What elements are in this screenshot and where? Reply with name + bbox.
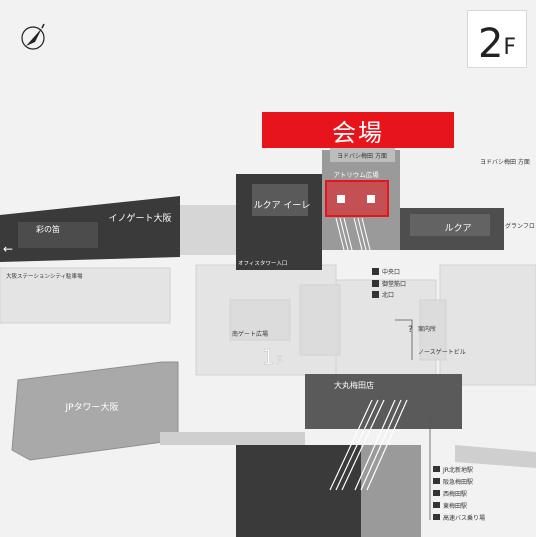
lower-floor-number: 1 xyxy=(262,345,275,369)
daimaru-label: 大丸梅田店 xyxy=(334,380,374,390)
south-escalators xyxy=(329,399,408,491)
innogate-inner xyxy=(18,222,98,248)
venue-area-highlight xyxy=(325,180,389,217)
west-arrow-icon: ← xyxy=(3,242,13,256)
floor-unit: F xyxy=(503,35,517,60)
kaminoyu-label: 彩の笛 xyxy=(36,224,60,234)
bus-label: 高速バス乗り場 xyxy=(443,514,485,522)
yodobashi-top-label: ヨドバシ梅田 方面 xyxy=(337,152,387,160)
lower-floor-footprint xyxy=(0,264,536,386)
information-label: 案内所 xyxy=(418,325,436,333)
rucua-ire-label: ルクア イーレ xyxy=(254,200,311,211)
connector-corridor xyxy=(180,205,240,255)
transit-list-icons xyxy=(433,466,440,520)
jp-tower-label: JPタワー大阪 xyxy=(64,401,118,413)
grand-front-label: グランフロント大阪 xyxy=(505,222,536,230)
jr-kita-label: JR北新地駅 xyxy=(442,466,473,474)
information-icon: ? xyxy=(408,325,413,335)
kita-exit-label: 北口 xyxy=(382,291,394,299)
compass-icon xyxy=(21,23,45,50)
atrium-label: アトリウム広場 xyxy=(333,170,379,179)
atrium-top-strip xyxy=(330,148,395,162)
rucua-inner xyxy=(410,214,490,236)
office-tower-label: オフィスタワー入口 xyxy=(238,259,287,267)
minami-gate-label: 南ゲート広場 xyxy=(232,330,268,338)
midosuji-exit-label: 御堂筋口 xyxy=(382,280,406,288)
north-gate-building-label: ノースゲートビル xyxy=(418,348,466,356)
station-city-label: 大阪ステーションシティ駐車場 xyxy=(6,272,83,280)
south-dark-building xyxy=(236,445,361,537)
nishi-umeda-label: 西梅田駅 xyxy=(443,490,467,498)
innogate-label: イノゲート大阪 xyxy=(108,212,171,224)
floor-number: 2 xyxy=(477,21,504,67)
east-walkway xyxy=(455,445,536,468)
south-light-building xyxy=(361,445,421,537)
lower-floor-unit: F xyxy=(276,354,282,367)
venue-banner: 会場 xyxy=(262,112,454,148)
yodobashi-right-label: ヨドバシ梅田 方面 xyxy=(480,158,530,166)
rucua-label: ルクア xyxy=(444,223,471,234)
higashi-umeda-label: 東梅田駅 xyxy=(443,502,467,510)
rucua-ire-inner xyxy=(252,184,308,216)
hankyu-label: 阪急梅田駅 xyxy=(443,478,473,486)
atrium-escalators xyxy=(335,217,371,251)
venue-area-icons xyxy=(337,195,375,203)
middle-info-icons xyxy=(372,268,379,298)
floor-indicator: 2 F xyxy=(467,10,527,68)
south-walkway xyxy=(160,432,305,445)
route-lines xyxy=(395,319,431,520)
central-exit-label: 中央口 xyxy=(382,268,400,276)
